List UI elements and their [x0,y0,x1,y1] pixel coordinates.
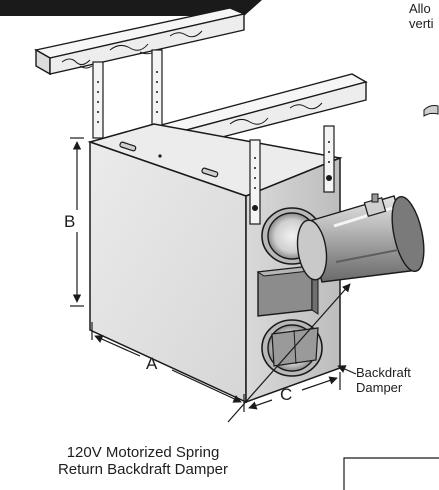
motorized-damper-leader [227,283,351,423]
corner-note: Allo verti [409,1,434,32]
corner-note-line1: Allo [409,1,431,16]
dimension-b-label: B [64,212,76,231]
cropped-frame [343,457,439,490]
corner-note-line2: verti [409,15,434,31]
hanger-bracket-icon [249,125,335,225]
dimension-c-label: C [280,385,293,404]
duct-collar-icon [261,319,323,377]
dimension-a-label: A [146,354,158,373]
dimension-b [70,137,84,307]
backdraft-damper-line1: Backdraft [356,365,411,380]
dimension-c [248,372,341,410]
caption-line1: 120V Motorized Spring [66,444,220,461]
header-bar [0,0,262,16]
backdraft-damper-line2: Damper [356,379,403,395]
ceiling-joist-icon [34,7,247,76]
cropped-detail [423,105,439,117]
caption-line2: Return Backdraft Damper [57,461,229,479]
backdraft-leader [337,365,357,375]
backdraft-damper-label: Backdraft Damper [356,365,411,396]
motorized-damper-caption: 120V Motorized Spring Return Backdraft D… [28,444,258,479]
motorized-damper-icon [296,193,425,283]
